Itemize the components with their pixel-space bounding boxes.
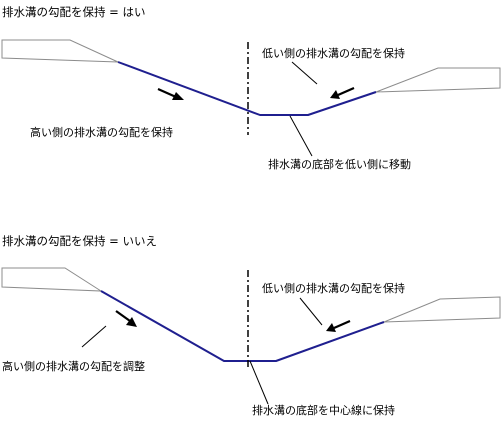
label-bottom: 排水溝の底部を中心線に保持 bbox=[252, 403, 395, 417]
left-bank bbox=[1, 39, 119, 63]
leader-line bbox=[249, 360, 269, 405]
leader-line bbox=[291, 61, 318, 85]
panel-title: 排水溝の勾配を保持 = はい bbox=[2, 5, 145, 19]
panel-keep-slope-no: 排水溝の勾配を保持 = いいえ 低い側の排水溝の勾配を保持 高い側の排水溝の勾配… bbox=[1, 234, 501, 417]
down-slope-arrow bbox=[157, 87, 184, 100]
left-bank bbox=[1, 267, 103, 292]
panel-title: 排水溝の勾配を保持 = いいえ bbox=[2, 234, 157, 248]
down-slope-arrow bbox=[326, 319, 351, 332]
ditch-profile bbox=[117, 61, 377, 116]
down-slope-arrow bbox=[115, 310, 137, 327]
leader-line bbox=[289, 115, 313, 157]
right-bank bbox=[375, 67, 501, 93]
leader-line bbox=[299, 297, 323, 326]
panel-keep-slope-yes: 排水溝の勾配を保持 = はい 低い側の排水溝の勾配を保持 高い側の排水溝の勾配を… bbox=[1, 5, 501, 171]
down-slope-arrow bbox=[330, 86, 355, 99]
label-left-slope: 高い側の排水溝の勾配を保持 bbox=[30, 125, 173, 139]
label-bottom: 排水溝の底部を低い側に移動 bbox=[268, 157, 411, 171]
ditch-profile bbox=[100, 290, 385, 362]
right-bank bbox=[383, 296, 501, 323]
label-right-slope: 低い側の排水溝の勾配を保持 bbox=[262, 46, 405, 60]
leader-line bbox=[81, 325, 107, 348]
label-left-slope: 高い側の排水溝の勾配を調整 bbox=[2, 359, 145, 373]
label-right-slope: 低い側の排水溝の勾配を保持 bbox=[262, 281, 405, 295]
